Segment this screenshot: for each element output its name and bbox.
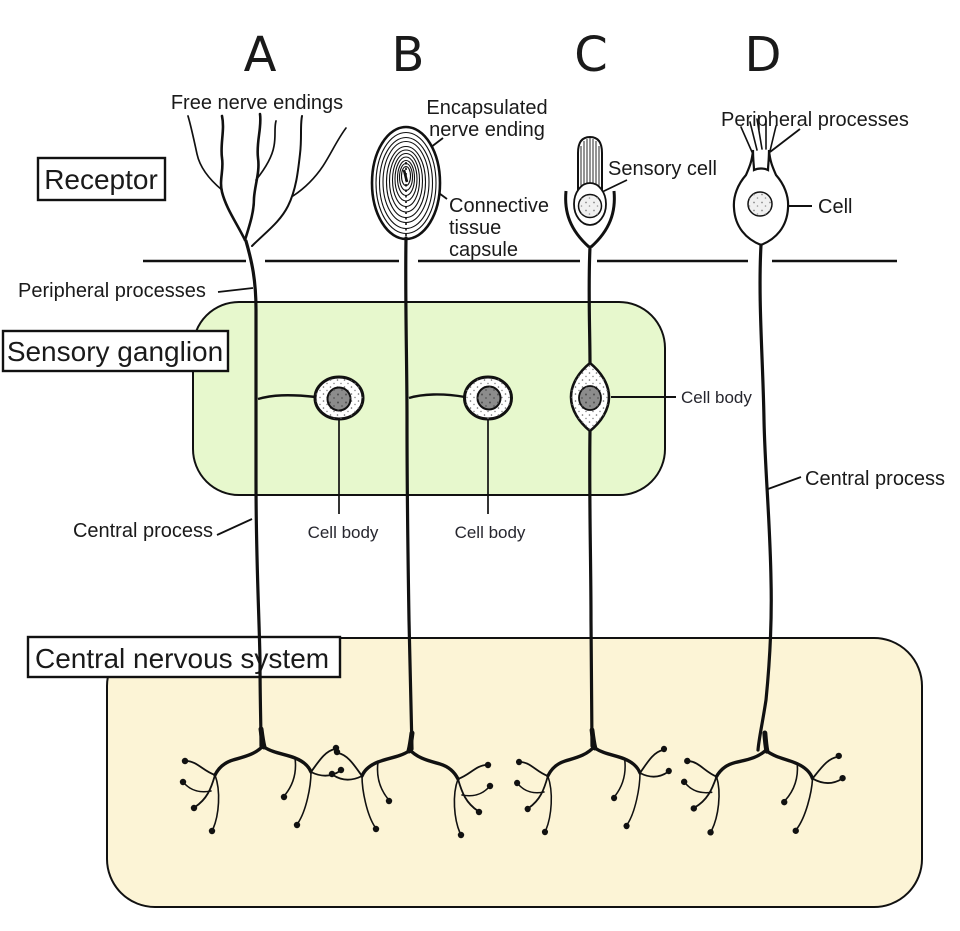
cns-box-label: Central nervous system	[35, 643, 329, 674]
free-nerve-endings-label: Free nerve endings	[171, 92, 343, 114]
letter-b: B	[392, 27, 425, 83]
encapsulated-label-line2: nerve ending	[429, 119, 545, 141]
cell-body-a-label: Cell body	[308, 523, 379, 542]
cell-body-a-group	[257, 375, 365, 421]
cns-region	[106, 637, 923, 908]
cell-body-b-branch	[408, 393, 466, 400]
connective-label-line1: Connective	[449, 195, 549, 217]
central-process-right-label: Central process	[805, 468, 945, 490]
cell-body-a-branch	[257, 394, 317, 401]
sensory-cell-label: Sensory cell	[608, 158, 717, 180]
letter-a: A	[244, 27, 277, 83]
encapsulated-capsule	[370, 125, 442, 241]
receptor-box-label: Receptor	[44, 164, 158, 195]
letter-d: D	[745, 27, 782, 83]
axon-c-lower	[588, 428, 594, 748]
cell-body-c-group	[569, 361, 611, 433]
cns-box	[26, 635, 342, 679]
cell-label: Cell	[818, 196, 852, 218]
cell-body-c-nucleus-speck	[579, 386, 601, 410]
free-nerve-endings-drawing	[187, 112, 347, 247]
peripheral-processes-drawing	[740, 118, 777, 153]
cell-d-nucleus-stipple	[748, 192, 772, 216]
neuron-a	[187, 112, 347, 748]
sensory-ganglion-box	[1, 329, 230, 373]
neuron-d	[732, 118, 790, 752]
sensory-ganglion-box-label: Sensory ganglion	[7, 336, 223, 367]
axon-b	[404, 236, 414, 751]
cell-body-b-group	[408, 375, 513, 421]
sensory-ganglion-region	[192, 301, 666, 496]
connective-label-line3: capsule	[449, 239, 518, 261]
cell-body-b-label: Cell body	[455, 523, 526, 542]
encapsulated-label-line1: Encapsulated	[426, 97, 547, 119]
cell-body-a-nucleus-speck	[327, 387, 351, 411]
neuron-b	[370, 125, 442, 751]
axon-d	[756, 243, 773, 752]
cell-body-c-label: Cell body	[681, 388, 752, 407]
neuron-c	[564, 135, 616, 748]
connective-label-line2: tissue	[449, 217, 501, 239]
letter-c: C	[574, 27, 608, 83]
axon-a	[244, 239, 263, 748]
central-process-left-label: Central process	[73, 520, 213, 542]
peripheral-processes-top-label: Peripheral processes	[721, 109, 909, 131]
receptor-box	[36, 156, 167, 202]
axon-c-upper	[587, 245, 592, 367]
peripheral-processes-left-label: Peripheral processes	[18, 280, 206, 302]
cell-body-b-nucleus-speck	[477, 386, 501, 410]
sensory-cell-drawing	[564, 135, 616, 249]
